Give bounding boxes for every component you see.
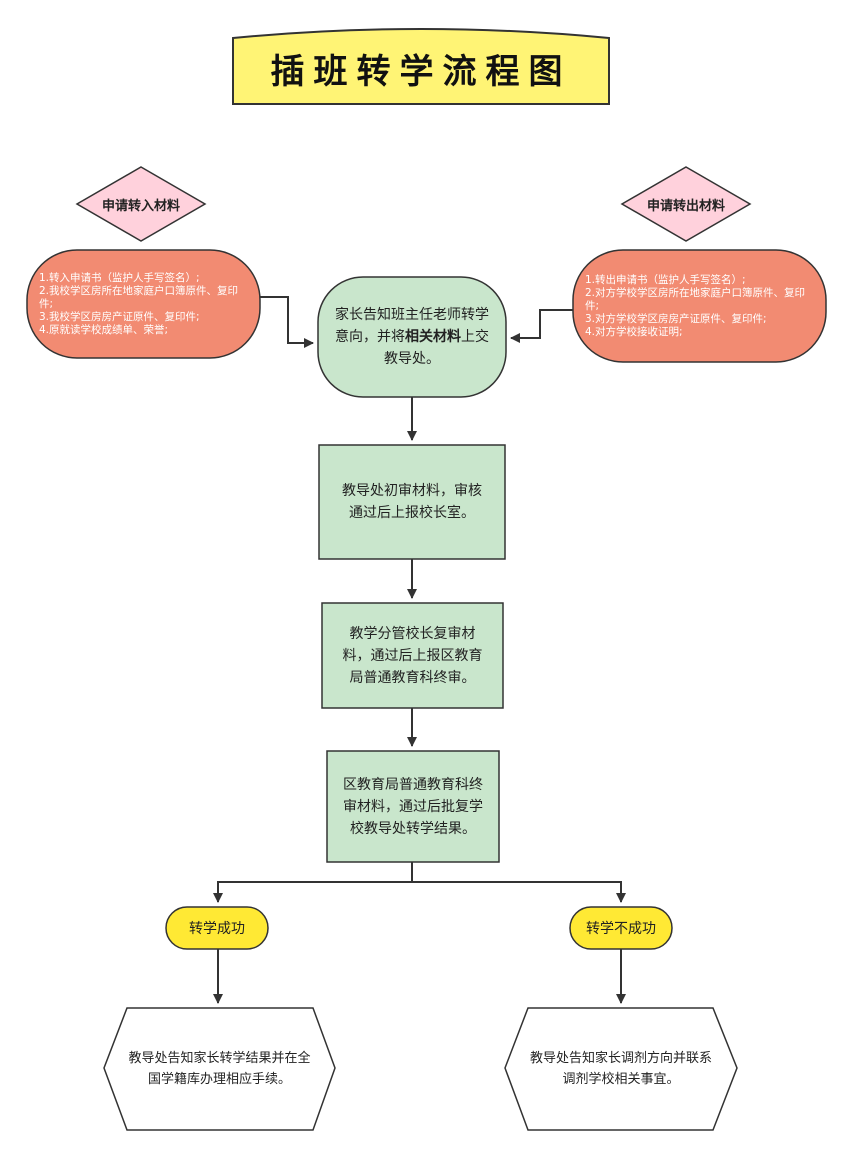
edge-in-to-step1 xyxy=(260,296,314,348)
transfer-out-materials-box xyxy=(572,249,827,363)
transfer-in-materials: 1.转入申请书（监护人手写签名）; 2.我校学区房所在地家庭户口簿原件、复印件;… xyxy=(27,250,260,358)
success-action-text: 教导处告知家长转学结果并在全国学籍库办理相应手续。 xyxy=(128,1051,311,1087)
failure-action-hexagon xyxy=(504,1007,738,1131)
step4-shape xyxy=(326,750,500,863)
list-item: 3.对方学校学区房房产证原件、复印件; xyxy=(585,312,767,325)
edge-branch-to-failure xyxy=(412,881,626,903)
transfer-in-materials-box xyxy=(26,249,261,359)
step1-text: 家长告知班主任老师转学意向，并将相关材料上交教导处。 xyxy=(318,277,506,397)
transfer-out-materials: 1.转出申请书（监护人手写签名）; 2.对方学校学区房所在地家庭户口簿原件、复印… xyxy=(573,250,826,362)
step1-text-part1: 家长告知班主任老师转学意向，并将 xyxy=(335,307,489,345)
failure-action-text: 教导处告知家长调剂方向并联系调剂学校相关事宜。 xyxy=(529,1051,712,1087)
transfer-out-label: 申请转出材料 xyxy=(646,198,725,214)
transfer-in-label: 申请转入材料 xyxy=(101,198,180,214)
page-title: 插班转学流程图 xyxy=(270,51,572,92)
step3-shape xyxy=(321,602,504,709)
list-item: 1.转出申请书（监护人手写签名）; xyxy=(585,273,746,286)
success-label: 转学成功 xyxy=(189,921,245,937)
transfer-in-diamond xyxy=(75,166,207,242)
edge-out-to-step1 xyxy=(510,309,573,343)
step1-text-part2: 上交教导处。 xyxy=(384,329,489,367)
list-item: 2.对方学校学区房所在地家庭户口簿原件、复印件; xyxy=(585,286,806,312)
step2-shape xyxy=(318,444,506,560)
success-action-hexagon xyxy=(103,1007,336,1131)
transfer-out-diamond xyxy=(620,166,752,242)
edge-branch-to-success xyxy=(213,881,412,903)
list-item: 4.对方学校接收证明; xyxy=(585,325,683,338)
step2-text: 教导处初审材料，审核通过后上报校长室。 xyxy=(342,483,482,521)
list-item: 4.原就读学校成绩单、荣誉; xyxy=(39,323,169,336)
failure-label: 转学不成功 xyxy=(586,921,656,937)
step4-text: 区教育局普通教育科终审材料，通过后批复学校教导处转学结果。 xyxy=(343,776,483,837)
title-banner xyxy=(232,28,610,105)
list-item: 2.我校学区房所在地家庭户口簿原件、复印件; xyxy=(39,284,239,310)
list-item: 3.我校学区房房产证原件、复印件; xyxy=(39,310,200,323)
list-item: 1.转入申请书（监护人手写签名）; xyxy=(39,271,200,284)
step3-text: 教学分管校长复审材料，通过后上报区教育局普通教育科终审。 xyxy=(342,625,483,686)
step1-text-bold: 相关材料 xyxy=(405,329,461,345)
